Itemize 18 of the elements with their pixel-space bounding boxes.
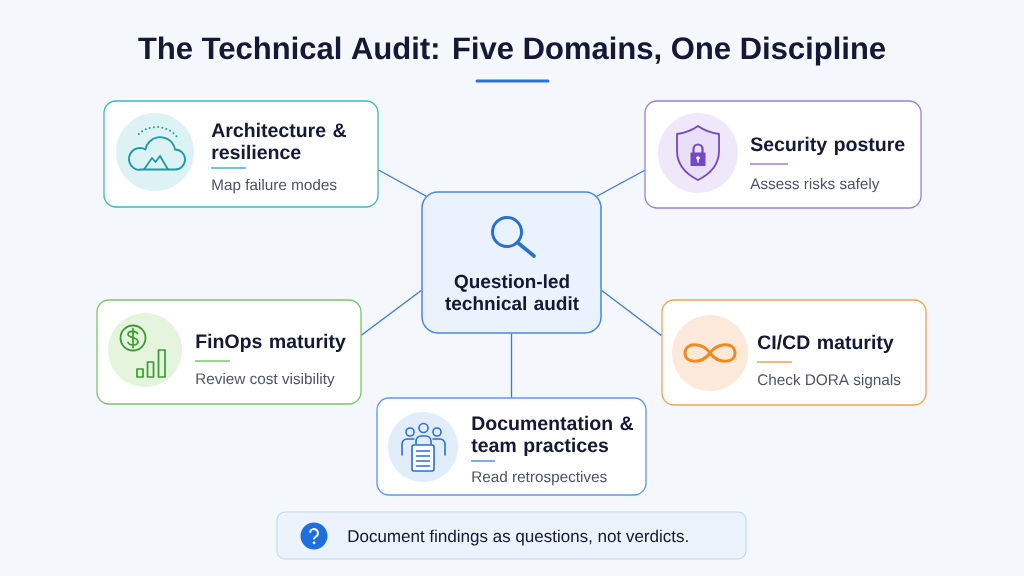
note-text: Document findings as questions, not verdicts. xyxy=(348,529,688,546)
card-heading: Architecture & resilience xyxy=(211,122,347,160)
title: The Technical Audit: Five Domains, One Discipline xyxy=(138,36,886,66)
card-heading: CI/CD maturity xyxy=(758,334,894,354)
hub-label: Question-led technical audit xyxy=(445,274,579,311)
card-heading: FinOps maturity xyxy=(196,333,346,353)
connector-line xyxy=(378,169,427,197)
connector-line xyxy=(596,169,645,197)
connector-line xyxy=(361,289,422,336)
card-subtitle: Map failure modes xyxy=(212,178,337,194)
card-heading: Documentation & team practices xyxy=(471,415,634,457)
connector-line xyxy=(601,289,662,337)
card-subtitle: Read retrospectives xyxy=(472,470,607,486)
card-subtitle: Assess risks safely xyxy=(750,177,880,193)
card-subtitle: Review cost visibility xyxy=(196,372,335,388)
card-subtitle: Check DORA signals xyxy=(758,373,901,389)
card-heading: Security posture xyxy=(750,136,905,156)
connector-line xyxy=(510,333,513,398)
